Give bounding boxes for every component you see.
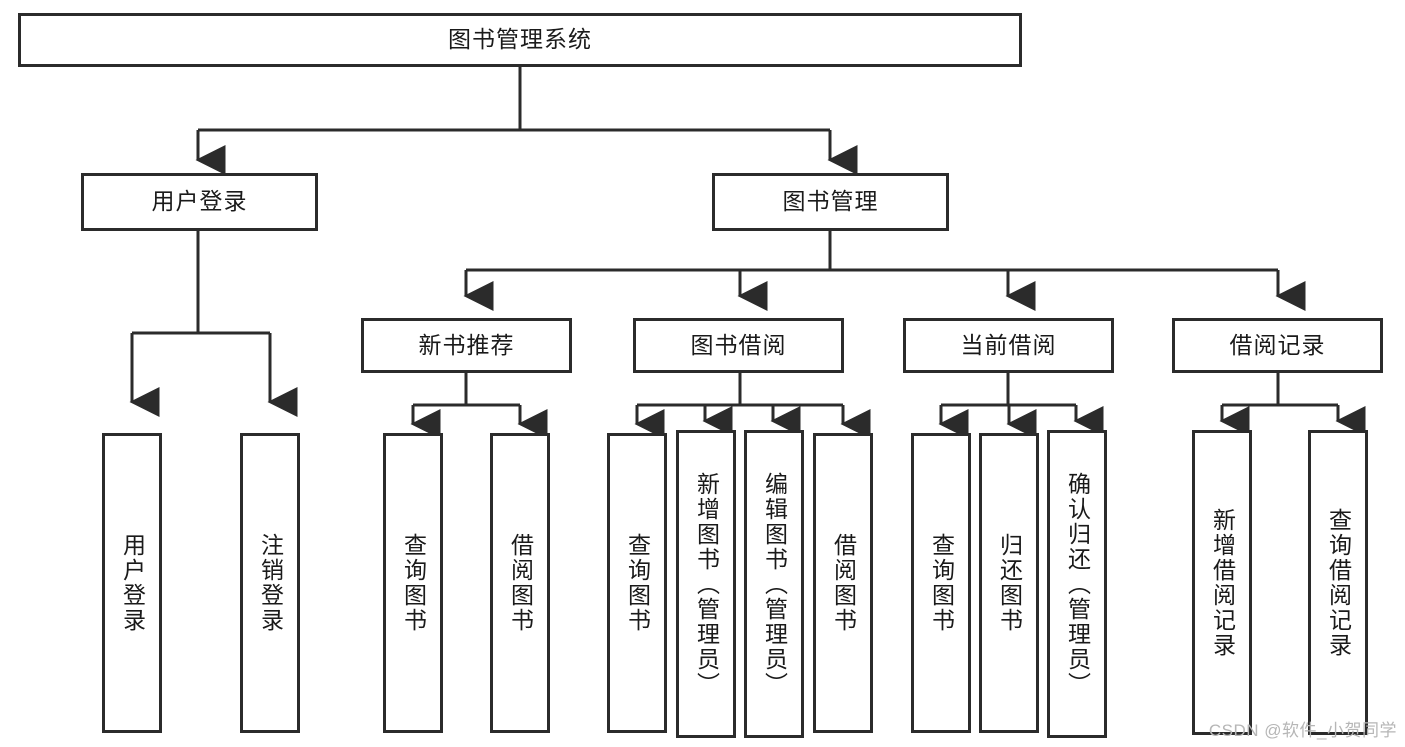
node-book-borrow-label: 图书借阅: [690, 331, 787, 358]
leaf-borrow-book-1-label: 借阅图书: [507, 533, 534, 633]
node-user-login-label: 用户登录: [151, 188, 248, 215]
node-book-borrow[interactable]: 图书借阅: [633, 318, 844, 373]
leaf-edit-book-label: 编辑图书（管理员）: [761, 471, 788, 697]
leaf-borrow-book-1[interactable]: 借阅图书: [490, 433, 550, 733]
leaf-query-book-1-label: 查询图书: [400, 533, 427, 633]
leaf-confirm-return[interactable]: 确认归还（管理员）: [1047, 430, 1107, 738]
leaf-return-book-label: 归还图书: [996, 533, 1023, 633]
node-user-login[interactable]: 用户登录: [81, 173, 318, 231]
leaf-add-book-label: 新增图书（管理员）: [693, 471, 720, 697]
node-current-borrow[interactable]: 当前借阅: [903, 318, 1114, 373]
node-borrow-record[interactable]: 借阅记录: [1172, 318, 1383, 373]
leaf-user-logout-label: 注销登录: [257, 533, 284, 633]
node-book-management[interactable]: 图书管理: [712, 173, 949, 231]
leaf-return-book[interactable]: 归还图书: [979, 433, 1039, 733]
node-new-book-recommend-label: 新书推荐: [418, 331, 515, 358]
node-new-book-recommend[interactable]: 新书推荐: [361, 318, 572, 373]
leaf-add-record-label: 新增借阅记录: [1209, 507, 1236, 658]
leaf-user-logout[interactable]: 注销登录: [240, 433, 300, 733]
leaf-query-book-3[interactable]: 查询图书: [911, 433, 971, 733]
leaf-query-book-1[interactable]: 查询图书: [383, 433, 443, 733]
node-current-borrow-label: 当前借阅: [960, 331, 1057, 358]
node-book-management-label: 图书管理: [782, 188, 879, 215]
leaf-user-login-label: 用户登录: [119, 533, 146, 633]
watermark: CSDN @软件_小贺同学: [1208, 721, 1397, 740]
node-root[interactable]: 图书管理系统: [18, 13, 1022, 67]
node-root-label: 图书管理系统: [448, 26, 592, 53]
leaf-user-login[interactable]: 用户登录: [102, 433, 162, 733]
leaf-query-book-3-label: 查询图书: [928, 533, 955, 633]
leaf-borrow-book-2-label: 借阅图书: [830, 533, 857, 633]
leaf-add-record[interactable]: 新增借阅记录: [1192, 430, 1252, 735]
leaf-edit-book[interactable]: 编辑图书（管理员）: [744, 430, 804, 738]
node-borrow-record-label: 借阅记录: [1229, 331, 1326, 358]
leaf-borrow-book-2[interactable]: 借阅图书: [813, 433, 873, 733]
leaf-confirm-return-label: 确认归还（管理员）: [1064, 471, 1091, 697]
leaf-query-record-label: 查询借阅记录: [1325, 507, 1352, 658]
leaf-query-book-2[interactable]: 查询图书: [607, 433, 667, 733]
leaf-add-book[interactable]: 新增图书（管理员）: [676, 430, 736, 738]
leaf-query-record[interactable]: 查询借阅记录: [1308, 430, 1368, 735]
leaf-query-book-2-label: 查询图书: [624, 533, 651, 633]
